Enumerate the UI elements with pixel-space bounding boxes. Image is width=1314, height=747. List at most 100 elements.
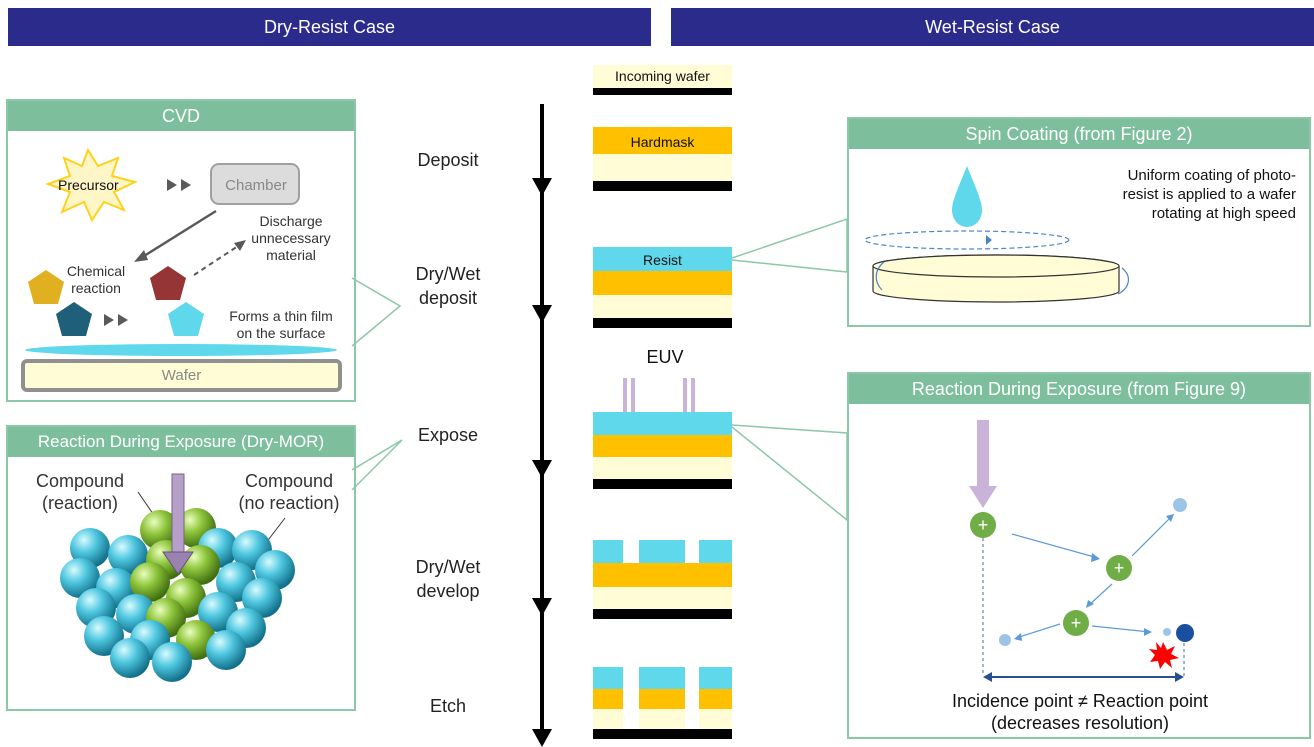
thin-film [25, 344, 337, 356]
cvd-panel-title: CVD [8, 101, 354, 131]
span-arrow-left-icon [983, 672, 992, 682]
develop-substrate [593, 587, 732, 609]
electron-2 [999, 634, 1011, 646]
euv-beam-2a [683, 378, 687, 412]
reaction-molecule [1176, 624, 1194, 642]
deposit-base [593, 181, 732, 191]
resist-hardmask [593, 271, 732, 295]
reaction-panel-title: Reaction During Exposure (from Figure 9) [849, 374, 1309, 404]
yellow-molecule-icon [28, 270, 64, 304]
electron-1 [1173, 498, 1187, 512]
etch-resist-1 [593, 667, 623, 689]
develop-resist-2 [639, 540, 685, 563]
wet-resist-banner: Wet-Resist Case [671, 8, 1314, 46]
etch-hardmask-2 [639, 689, 685, 709]
process-flow-arrow [532, 104, 552, 747]
spin-description: Uniform coating of photo-resist is appli… [1122, 167, 1296, 222]
reaction-caption: Incidence point ≠ Reaction point(decreas… [951, 691, 1209, 733]
compound-reaction-label: Compound(reaction) [35, 471, 125, 513]
etch-hardmask-3 [699, 689, 732, 709]
expose-hardmask [593, 435, 732, 457]
etch-resist-2 [639, 667, 685, 689]
expose-resist [593, 412, 732, 435]
etch-substrate-3 [699, 709, 732, 729]
euv-incidence-beam [977, 420, 989, 488]
blue-molecule-icon [56, 302, 92, 336]
reaction-diagram: + + + [969, 420, 1194, 682]
reaction-burst-icon [1149, 642, 1179, 669]
cvd-callout [351, 277, 402, 347]
cyan-molecule-icon [168, 302, 204, 336]
plus-icon: + [978, 515, 989, 535]
arrow-head-icon [234, 240, 246, 251]
step-etch: Etch [429, 696, 467, 716]
play-arrow-icon [181, 179, 191, 191]
resist-layer [593, 247, 732, 271]
electron-3 [1163, 628, 1171, 636]
dry-mor-panel-title: Reaction During Exposure (Dry-MOR) [8, 427, 354, 457]
resist-label: Resist [643, 252, 682, 268]
rotation-arrow-left-icon [875, 261, 885, 291]
precursor-star-icon [45, 147, 138, 223]
cvd-wafer-label: Wafer [161, 367, 202, 384]
expose-base [593, 479, 732, 489]
compound-no-reaction-label: Compound(no reaction) [238, 471, 340, 513]
spin-callout [731, 217, 848, 273]
cvd-diagram [21, 147, 342, 392]
chamber-label: Chamber [225, 177, 287, 194]
spheres [60, 508, 295, 682]
droplet-icon [952, 166, 982, 227]
step-deposit: Deposit [417, 150, 479, 170]
reaction-callout [731, 424, 848, 522]
develop-resist-1 [593, 540, 623, 563]
plus-icon: + [1071, 613, 1082, 633]
deposit-substrate [593, 154, 732, 181]
develop-base [593, 609, 732, 619]
euv-beam-1b [631, 378, 635, 412]
arrow-head-icon [134, 250, 148, 262]
ion-3 [1063, 610, 1089, 636]
span-arrow-right-icon [1175, 672, 1184, 682]
plus-icon: + [1114, 558, 1125, 578]
spin-orbit [864, 230, 1070, 250]
cvd-wafer [21, 359, 342, 392]
develop-resist-3 [699, 540, 732, 563]
dry-resist-banner: Dry-Resist Case [8, 8, 651, 46]
play-arrow-icon [104, 314, 114, 326]
euv-label: EUV [646, 347, 684, 367]
precursor-label: Precursor [58, 177, 119, 193]
molecule-cluster [60, 473, 295, 682]
flow-arrow-icon [1014, 633, 1022, 641]
euv-beam-arrow-icon [162, 551, 194, 575]
etch-substrate-2 [639, 709, 685, 729]
step-expose: Expose [417, 425, 479, 445]
play-arrow-icon [118, 314, 128, 326]
ion-2 [1106, 555, 1132, 581]
spin-coating-title: Spin Coating (from Figure 2) [849, 119, 1309, 149]
orbit-arrow-icon [986, 235, 992, 245]
red-molecule-icon [150, 266, 186, 300]
ion-1 [970, 512, 996, 538]
resist-substrate [593, 295, 732, 318]
flow-arrow-icon [1086, 600, 1094, 608]
rotation-arrow-right-icon [1117, 267, 1129, 295]
euv-beam-1a [623, 378, 627, 412]
deposit-hardmask [593, 127, 732, 154]
incoming-wafer-base [593, 88, 732, 95]
resist-base [593, 318, 732, 328]
expose-substrate [593, 457, 732, 479]
flow-arrow-icon [1091, 553, 1100, 562]
incoming-wafer-substrate [593, 65, 732, 88]
etch-hardmask-1 [593, 689, 623, 709]
etch-resist-3 [699, 667, 732, 689]
hardmask-label: Hardmask [630, 134, 695, 150]
flow-arrow-icon [1166, 514, 1174, 522]
develop-hardmask [593, 563, 732, 587]
euv-incidence-arrow-icon [969, 486, 997, 508]
incoming-wafer-label: Incoming wafer [615, 68, 710, 84]
